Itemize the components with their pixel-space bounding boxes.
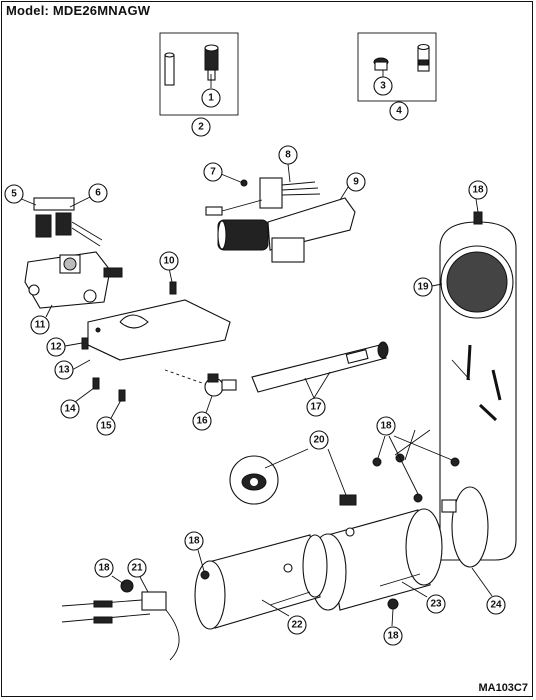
svg-text:5: 5	[11, 189, 17, 200]
svg-text:16: 16	[196, 416, 208, 427]
nozzle-part	[164, 44, 219, 86]
model-label: Model: MDE26MNAGW	[6, 3, 151, 18]
burner-housing	[439, 211, 517, 561]
valve-bracket	[87, 299, 231, 361]
svg-text:18: 18	[387, 631, 399, 642]
svg-text:2: 2	[198, 122, 204, 133]
svg-text:24: 24	[490, 600, 502, 611]
callout-23: 23	[426, 594, 446, 614]
svg-text:23: 23	[430, 599, 442, 610]
screws	[81, 281, 177, 402]
svg-text:7: 7	[210, 167, 216, 178]
callout-11: 11	[30, 315, 50, 335]
wire-harness	[61, 591, 180, 661]
svg-text:10: 10	[163, 256, 175, 267]
svg-text:13: 13	[58, 365, 70, 376]
parts-box-2	[159, 32, 239, 116]
combustion-chamber	[309, 508, 443, 611]
svg-text:14: 14	[64, 404, 76, 415]
callout-3: 3	[373, 76, 393, 96]
svg-text:6: 6	[95, 188, 101, 199]
callout-18b: 18	[376, 416, 396, 436]
svg-text:11: 11	[35, 320, 46, 331]
svg-text:18: 18	[98, 563, 110, 574]
callout-8: 8	[278, 145, 298, 165]
burner-tube	[251, 341, 389, 393]
callout-2: 2	[191, 117, 211, 137]
parts-box-4	[357, 32, 437, 102]
svg-text:20: 20	[313, 435, 325, 446]
callout-21: 21	[127, 558, 147, 578]
callout-24: 24	[486, 595, 506, 615]
callout-7: 7	[203, 162, 223, 182]
svg-text:12: 12	[50, 342, 62, 353]
svg-text:22: 22	[291, 620, 303, 631]
gas-valve-fitting	[164, 369, 237, 397]
callout-5: 5	[4, 184, 24, 204]
callout-4: 4	[389, 101, 409, 121]
callout-18d: 18	[94, 558, 114, 578]
callout-20: 20	[309, 430, 329, 450]
callout-14: 14	[60, 399, 80, 419]
radiant-cone	[194, 534, 328, 630]
svg-text:18: 18	[472, 185, 484, 196]
thermostat-detail	[229, 455, 357, 506]
svg-text:15: 15	[100, 421, 112, 432]
svg-text:17: 17	[310, 402, 322, 413]
callout-1: 1	[201, 88, 221, 108]
svg-text:19: 19	[417, 282, 429, 293]
svg-text:8: 8	[285, 150, 291, 161]
svg-text:4: 4	[396, 106, 402, 117]
callout-12: 12	[46, 337, 66, 357]
svg-text:3: 3	[380, 81, 386, 92]
svg-text:9: 9	[353, 177, 359, 188]
callout-19: 19	[413, 277, 433, 297]
callout-18: 18	[468, 180, 488, 200]
callout-16: 16	[192, 411, 212, 431]
svg-text:21: 21	[131, 563, 143, 574]
svg-text:18: 18	[188, 536, 200, 547]
callout-18c: 18	[184, 531, 204, 551]
callout-18e: 18	[383, 626, 403, 646]
sensor-parts	[120, 429, 460, 610]
callout-17: 17	[306, 397, 326, 417]
svg-text:1: 1	[208, 93, 214, 104]
callout-6: 6	[88, 183, 108, 203]
callout-10: 10	[159, 251, 179, 271]
callout-22: 22	[287, 615, 307, 635]
callout-13: 13	[54, 360, 74, 380]
leader-lines	[18, 70, 493, 627]
gas-valve-assembly	[24, 197, 123, 309]
orifice-part	[373, 43, 430, 72]
flange-24	[441, 486, 489, 568]
svg-text:18: 18	[380, 421, 392, 432]
callout-15: 15	[96, 416, 116, 436]
callout-9: 9	[346, 172, 366, 192]
igniter-assembly	[205, 177, 356, 263]
diagram-code: MA103C7	[478, 682, 528, 694]
